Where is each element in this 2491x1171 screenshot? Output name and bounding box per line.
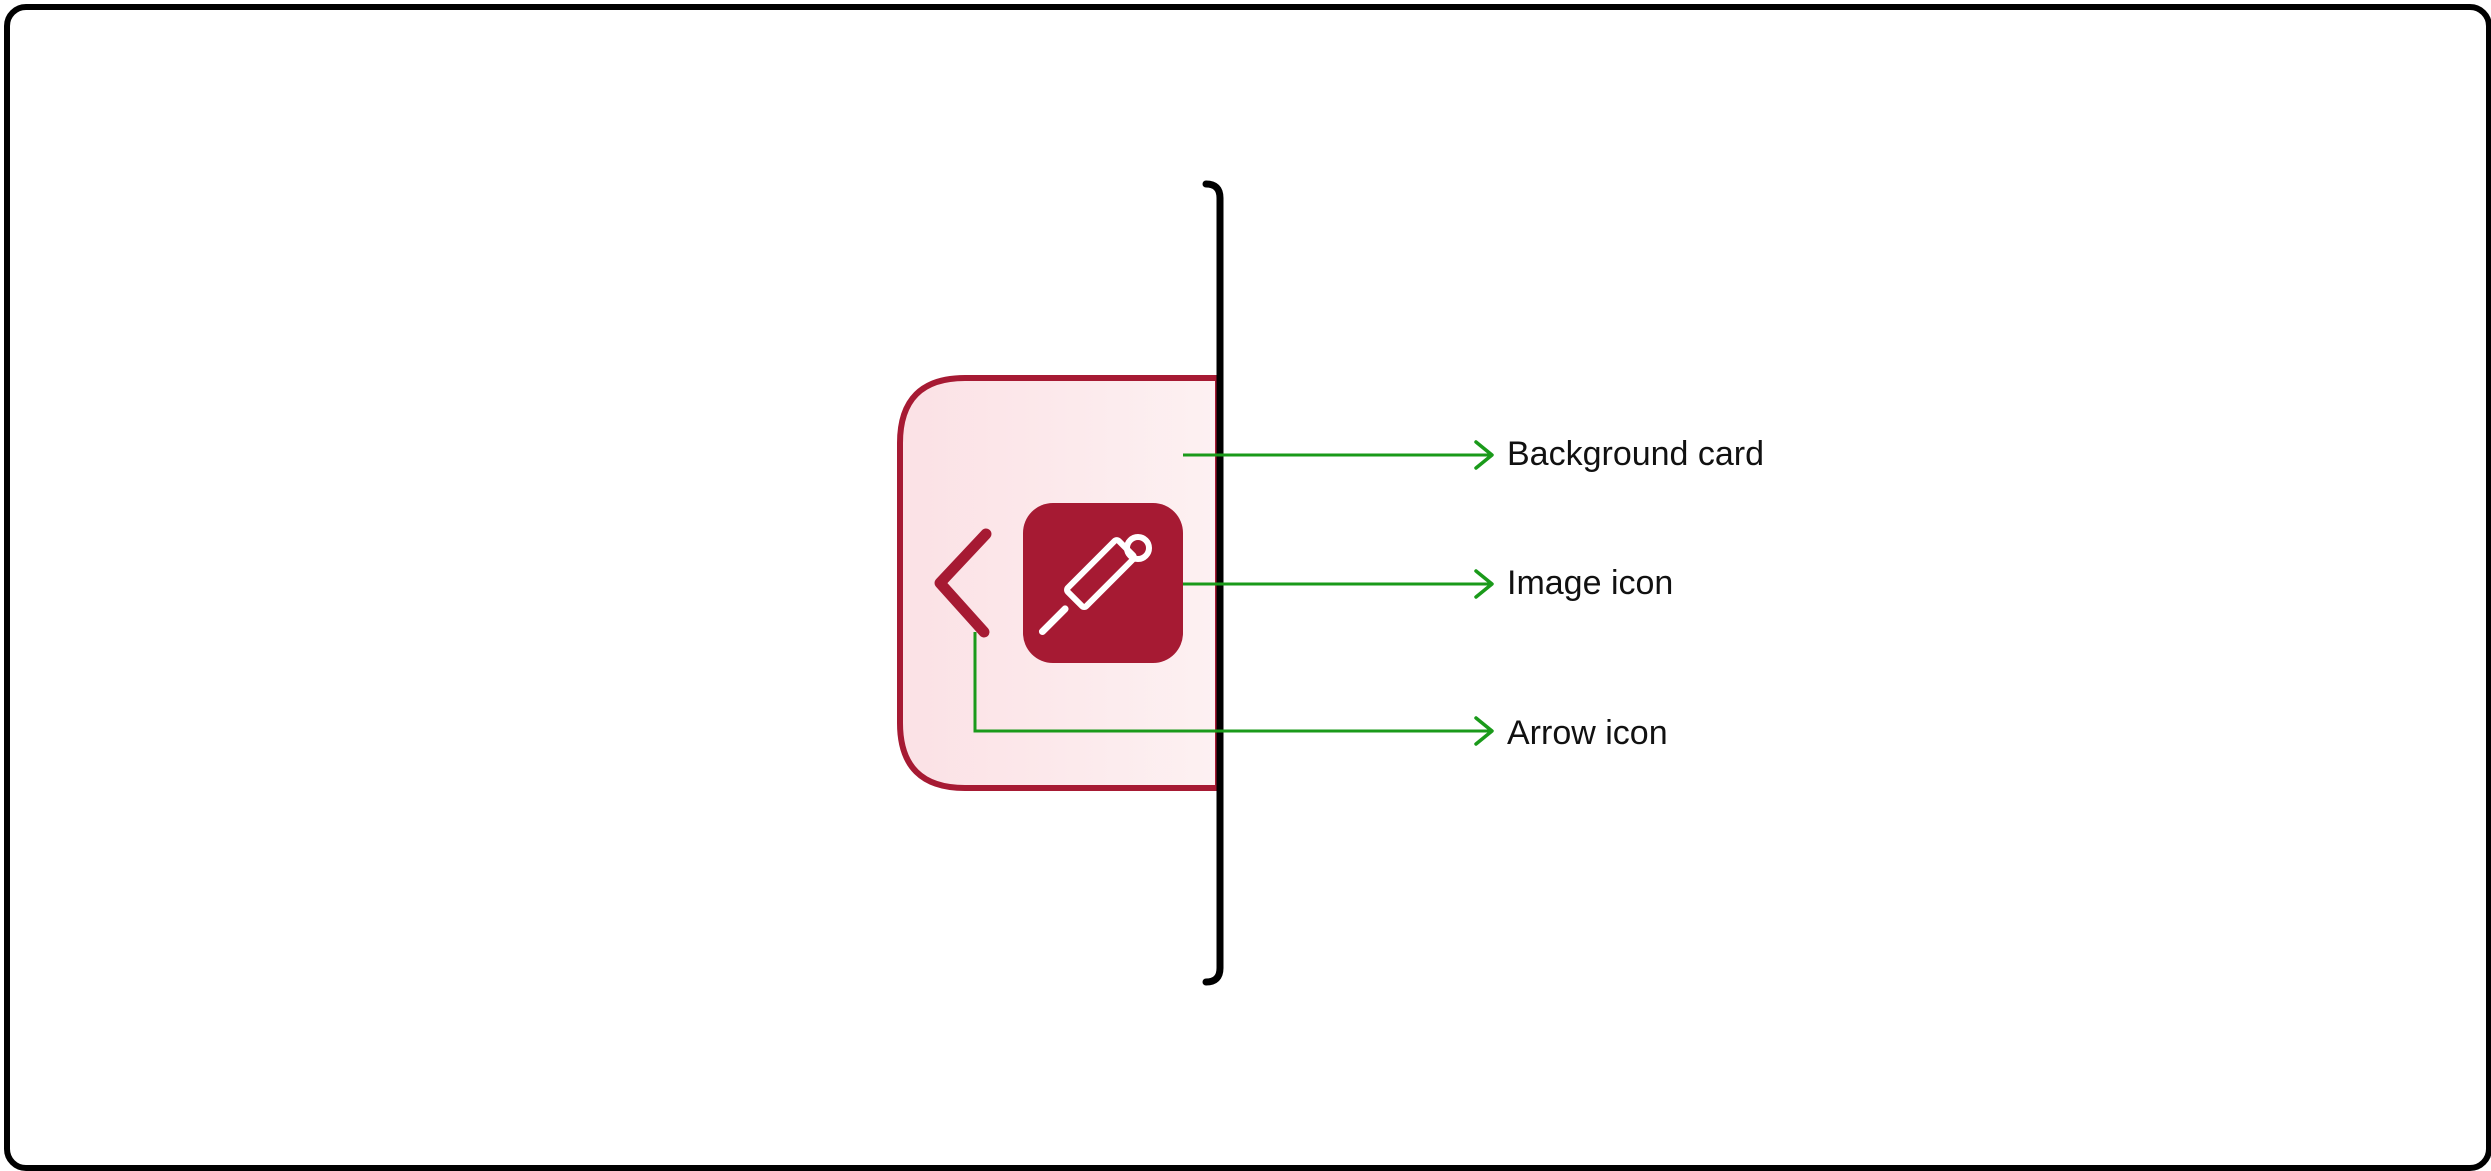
chevron-left-icon[interactable]	[934, 528, 992, 638]
image-icon[interactable]	[1023, 503, 1183, 663]
callout-arrow-icon	[973, 632, 1494, 746]
label-arrow-icon: Arrow icon	[1507, 714, 1668, 752]
diagram-frame	[4, 4, 2491, 1171]
label-background-card: Background card	[1507, 435, 1765, 473]
callout-background-card	[1183, 440, 1494, 470]
label-image-icon: Image icon	[1507, 564, 1674, 602]
callout-image-icon	[1183, 569, 1494, 599]
